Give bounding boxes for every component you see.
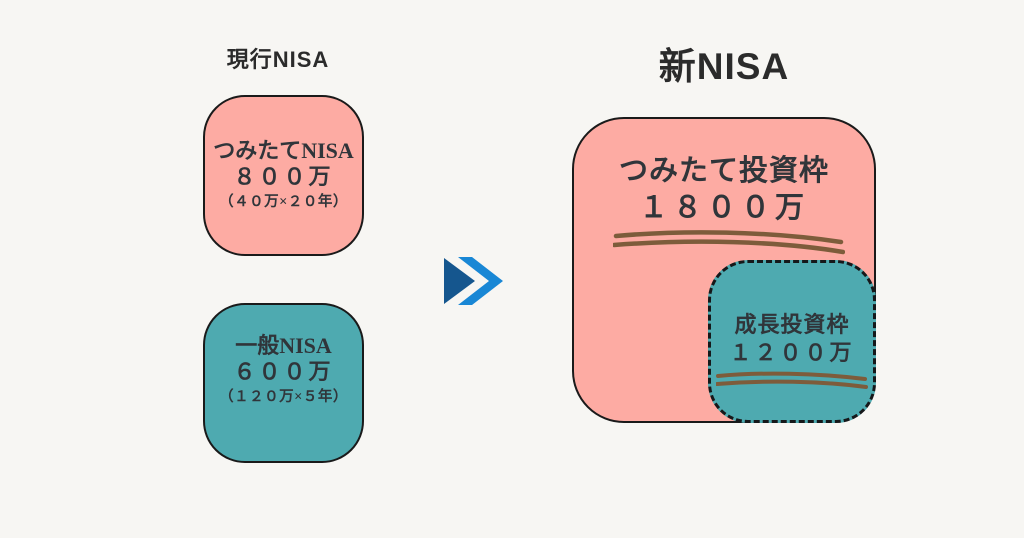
- growth-frame-name: 成長投資枠: [734, 312, 850, 337]
- current-nisa-title: 現行NISA: [226, 47, 330, 72]
- tsumitate-frame-name: つみたて投資枠: [618, 155, 829, 187]
- new-nisa-title: 新NISA: [658, 46, 790, 87]
- ippan-nisa-box: 一般NISA ６００万 （１２０万×５年）: [203, 303, 364, 463]
- ippan-nisa-amount: ６００万: [233, 358, 334, 384]
- ippan-nisa-note: （１２０万×５年）: [219, 388, 348, 405]
- tsumitate-nisa-amount: ８００万: [233, 164, 334, 189]
- growth-investment-frame-box: 成長投資枠 １２００万: [708, 260, 876, 423]
- tsumitate-nisa-note: （４０万×２０年）: [219, 194, 348, 210]
- tsumitate-nisa-box: つみたてNISA ８００万 （４０万×２０年）: [203, 95, 364, 256]
- growth-frame-underline-icon: [716, 371, 868, 389]
- tsumitate-frame-amount: １８００万: [638, 192, 809, 224]
- double-chevron-right-icon: [444, 257, 503, 305]
- tsumitate-frame-underline-icon: [613, 230, 845, 255]
- ippan-nisa-name: 一般NISA: [235, 332, 332, 358]
- tsumitate-nisa-name: つみたてNISA: [213, 138, 354, 163]
- growth-frame-amount: １２００万: [729, 340, 855, 365]
